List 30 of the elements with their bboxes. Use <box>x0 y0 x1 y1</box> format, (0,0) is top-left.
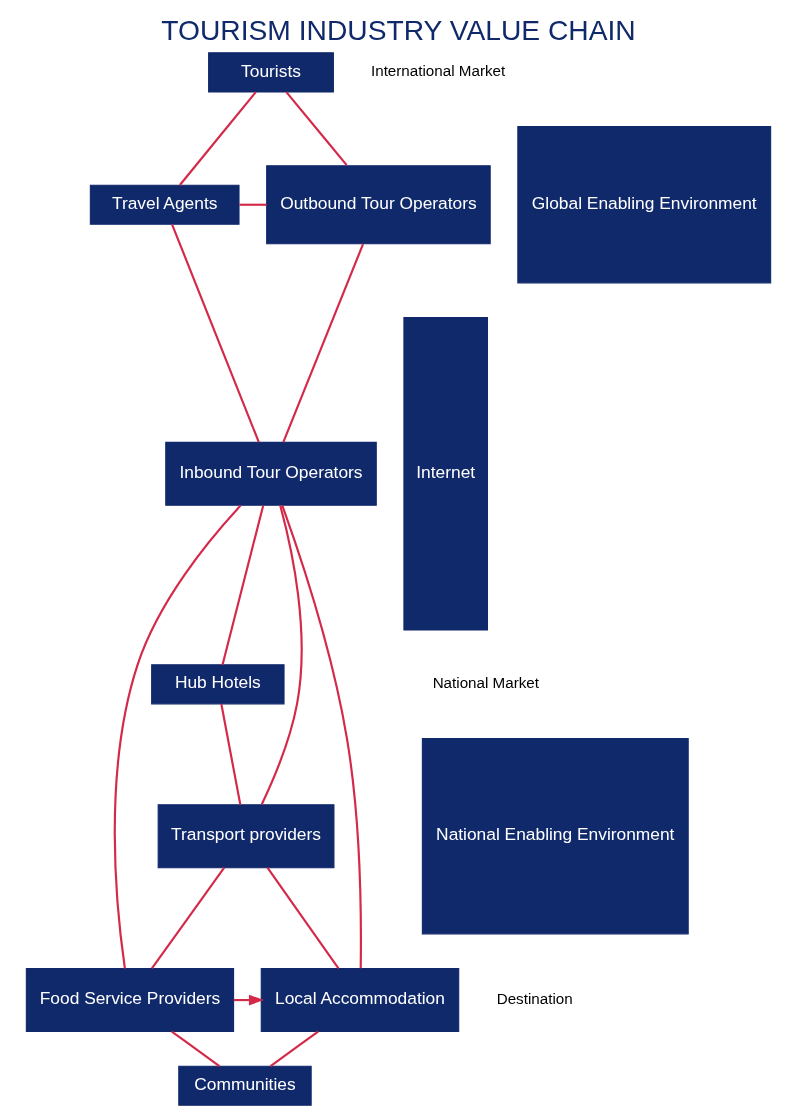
node-box: Tourists <box>207 52 334 93</box>
connector <box>113 504 241 969</box>
connector <box>219 703 241 805</box>
node-box: Hub Hotels <box>150 664 285 705</box>
label: National Market <box>432 674 539 692</box>
node-box: Food Service Providers <box>25 968 234 1033</box>
node-box: Transport providers <box>157 804 334 869</box>
connector <box>285 91 347 166</box>
connector <box>178 91 257 186</box>
label: Destination <box>496 990 573 1008</box>
node-box: National Enabling Environment <box>421 738 689 935</box>
connector <box>170 224 260 443</box>
connector <box>150 867 225 970</box>
node-box: Global Enabling Environment <box>516 126 771 284</box>
node-box: Communities <box>177 1065 312 1106</box>
connector <box>281 243 364 443</box>
connector <box>280 505 362 969</box>
connector <box>170 1030 220 1067</box>
connector <box>266 867 339 970</box>
node-box: Local Accommodation <box>260 968 459 1033</box>
connector <box>260 505 303 805</box>
node-box: Outbound Tour Operators <box>265 165 491 245</box>
node-box: Inbound Tour Operators <box>164 441 377 506</box>
label: International Market <box>370 62 505 80</box>
connector <box>238 203 267 206</box>
node-box: Internet <box>402 317 488 631</box>
connector <box>221 505 264 666</box>
connector <box>269 1030 319 1067</box>
diagram-title: TOURISM INDUSTRY VALUE CHAIN <box>160 13 636 46</box>
node-box: Travel Agents <box>89 184 240 225</box>
